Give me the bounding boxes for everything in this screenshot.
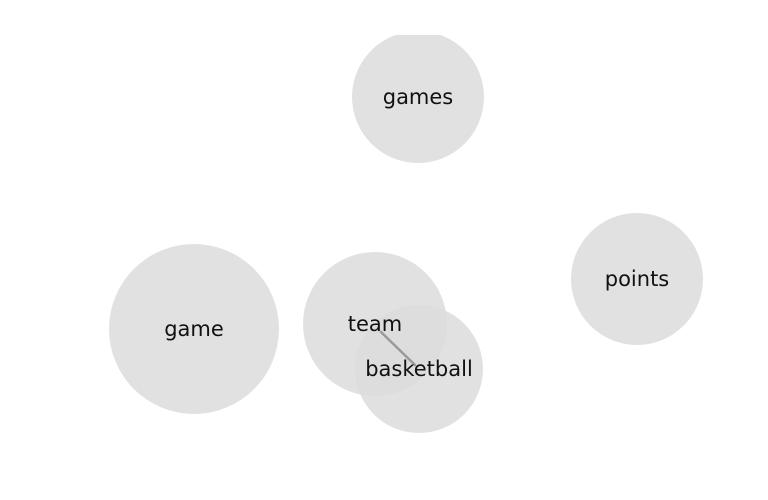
node-game-circle: [109, 244, 279, 414]
node-game: game: [109, 244, 279, 414]
edge-team-basketball: [379, 330, 417, 367]
edges-layer: [379, 330, 417, 367]
node-team-label: team: [348, 312, 402, 336]
node-games: games: [352, 35, 484, 163]
node-points-label: points: [605, 267, 670, 291]
labels-layer: team basketball: [348, 312, 473, 381]
node-games-label: games: [383, 85, 454, 109]
node-games-circle: [352, 35, 484, 163]
node-points-circle: [571, 213, 703, 345]
node-basketball-label: basketball: [365, 357, 473, 381]
nodes-layer: games points game: [109, 35, 703, 433]
node-points: points: [571, 213, 703, 345]
node-game-label: game: [164, 317, 224, 341]
